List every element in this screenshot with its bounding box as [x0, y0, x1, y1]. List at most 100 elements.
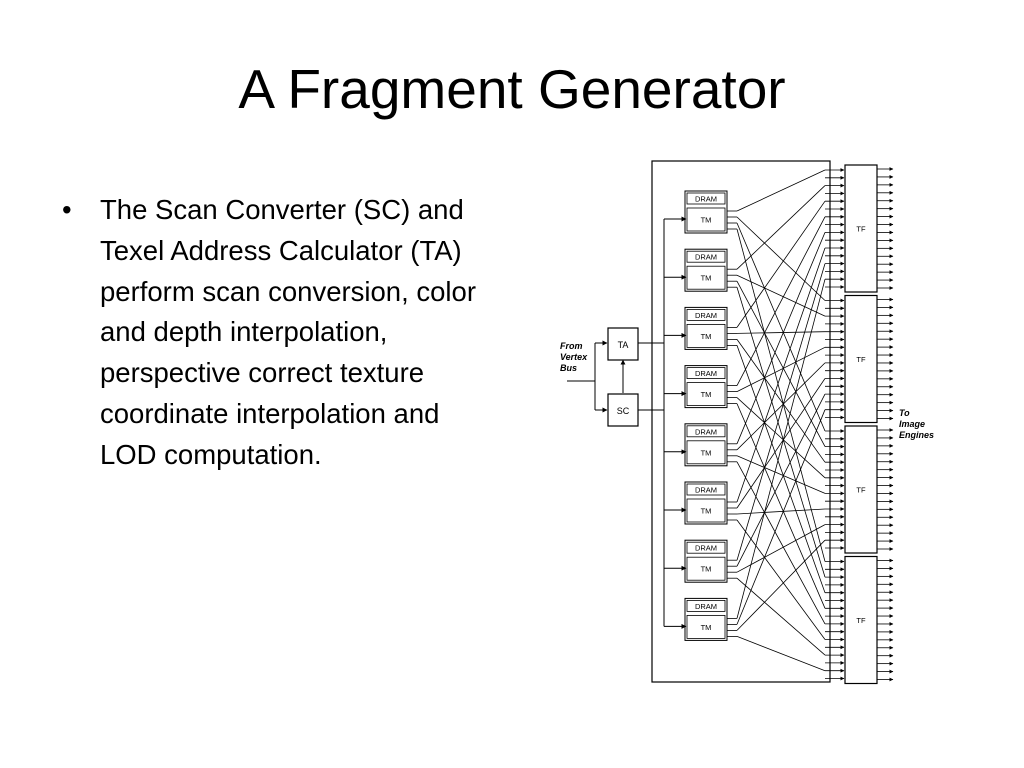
output-label-line-1: To: [899, 408, 910, 418]
dram-block: [686, 250, 726, 263]
tm-label: TM: [701, 507, 712, 516]
tm-label: TM: [701, 390, 712, 399]
dram-label: DRAM: [695, 544, 717, 553]
crossbar-wire: [736, 274, 826, 317]
output-arrows: [877, 167, 894, 682]
tm-block: [686, 265, 726, 290]
crossbar-wire: [736, 287, 826, 578]
crossbar-wire: [736, 362, 826, 451]
tm-label: TM: [701, 274, 712, 283]
tf-block: [844, 294, 878, 424]
ta-block: [607, 327, 639, 361]
tf-block: [844, 164, 878, 293]
crossbar-wire: [736, 577, 826, 656]
tm-unit: DRAM TM: [684, 597, 728, 641]
tm-block: [686, 556, 726, 581]
dram-label: DRAM: [695, 253, 717, 262]
dram-block: [686, 599, 726, 612]
tf-label: TF: [856, 616, 866, 625]
tm-block: [686, 207, 726, 232]
dram-block: [686, 425, 726, 438]
crossbar-wire: [736, 222, 826, 432]
crossbar-wire: [736, 331, 826, 334]
crossbar-wire: [736, 539, 826, 631]
tm-label: TM: [701, 623, 712, 632]
tm-unit: DRAM TM: [684, 481, 728, 525]
dram-block: [686, 541, 726, 554]
tm-label: TM: [701, 448, 712, 457]
crossbar-wire: [736, 508, 826, 515]
dram-label: DRAM: [695, 195, 717, 204]
crossbar-wire: [736, 281, 826, 447]
tf-label: TF: [856, 355, 866, 364]
tm-label: TM: [701, 565, 712, 574]
input-bus: [567, 340, 626, 413]
crossbar-wire: [736, 216, 826, 386]
crossbar-wire: [736, 345, 826, 593]
bullet-text: The Scan Converter (SC) and Texel Addres…: [100, 194, 476, 470]
crossbar-wire: [736, 397, 826, 479]
tm-block: [686, 498, 726, 523]
crossbar-wire: [736, 247, 826, 503]
dram-block: [686, 483, 726, 496]
tm-label: TM: [701, 216, 712, 225]
interconnect-wires: [663, 168, 845, 681]
dram-block: [686, 367, 726, 380]
tm-unit: DRAM TM: [684, 539, 728, 583]
tm-block: [686, 323, 726, 348]
tf-label: TF: [856, 486, 866, 495]
crossbar-wire: [736, 185, 826, 270]
board-outline: [651, 160, 831, 683]
dram-label: DRAM: [695, 486, 717, 495]
tm-label: TM: [701, 332, 712, 341]
tm-unit: DRAM TM: [684, 423, 728, 467]
dram-label: DRAM: [695, 602, 717, 611]
output-label-line-3: Engines: [899, 430, 934, 440]
tm-unit: DRAM TM: [684, 306, 728, 350]
crossbar-wire: [736, 519, 826, 640]
crossbar-wire: [736, 263, 826, 561]
crossbar-wire: [736, 403, 826, 609]
bullet-item: • The Scan Converter (SC) and Texel Addr…: [62, 190, 502, 476]
bullet-marker: •: [62, 194, 72, 225]
crossbar-wire: [736, 461, 826, 625]
crossbar-wire: [736, 346, 826, 392]
bullet-list: • The Scan Converter (SC) and Texel Addr…: [62, 190, 502, 476]
tf-block: [844, 425, 878, 554]
fragment-generator-diagram: From Vertex Bus TA SC DRAMTMDRAMTMDRAMTM…: [560, 160, 934, 685]
output-label-line-2: Image: [899, 419, 925, 429]
crossbar-wire: [736, 169, 826, 212]
input-label-line-2: Vertex: [560, 352, 588, 362]
tm-block: [686, 382, 726, 407]
tm-block: [686, 614, 726, 639]
input-label-line-1: From: [560, 341, 583, 351]
sc-label: SC: [617, 406, 630, 416]
sc-block: [607, 393, 639, 427]
dram-label: DRAM: [695, 311, 717, 320]
slide-title: A Fragment Generator: [238, 58, 786, 120]
dram-block: [686, 192, 726, 205]
dram-label: DRAM: [695, 427, 717, 436]
input-label-line-3: Bus: [560, 363, 577, 373]
crossbar-wire: [736, 409, 826, 625]
ta-label: TA: [618, 340, 629, 350]
crossbar-wire: [736, 393, 826, 567]
tm-blocks: DRAM TM DRAM TM DRAM TM DRAM TM DRAM TM DRAM TM DRAM…: [684, 190, 728, 641]
crossbar-wire: [736, 279, 826, 619]
crossbar-wire: [736, 339, 826, 463]
tm-block: [686, 440, 726, 465]
crossbar-wire: [736, 455, 826, 494]
tf-block: [844, 555, 878, 685]
crossbar-wire: [736, 378, 826, 509]
crossbar-wire: [736, 524, 826, 573]
tm-unit: DRAM TM: [684, 190, 728, 234]
tf-label: TF: [856, 225, 866, 234]
tm-unit: DRAM TM: [684, 248, 728, 292]
crossbar-wire: [736, 636, 826, 672]
ta-sc-distribution: [638, 342, 664, 411]
crossbar-wire: [736, 200, 826, 328]
crossbar-wire: [736, 232, 826, 444]
tf-blocks: TF TF TF TF: [844, 164, 878, 685]
dram-block: [686, 308, 726, 321]
